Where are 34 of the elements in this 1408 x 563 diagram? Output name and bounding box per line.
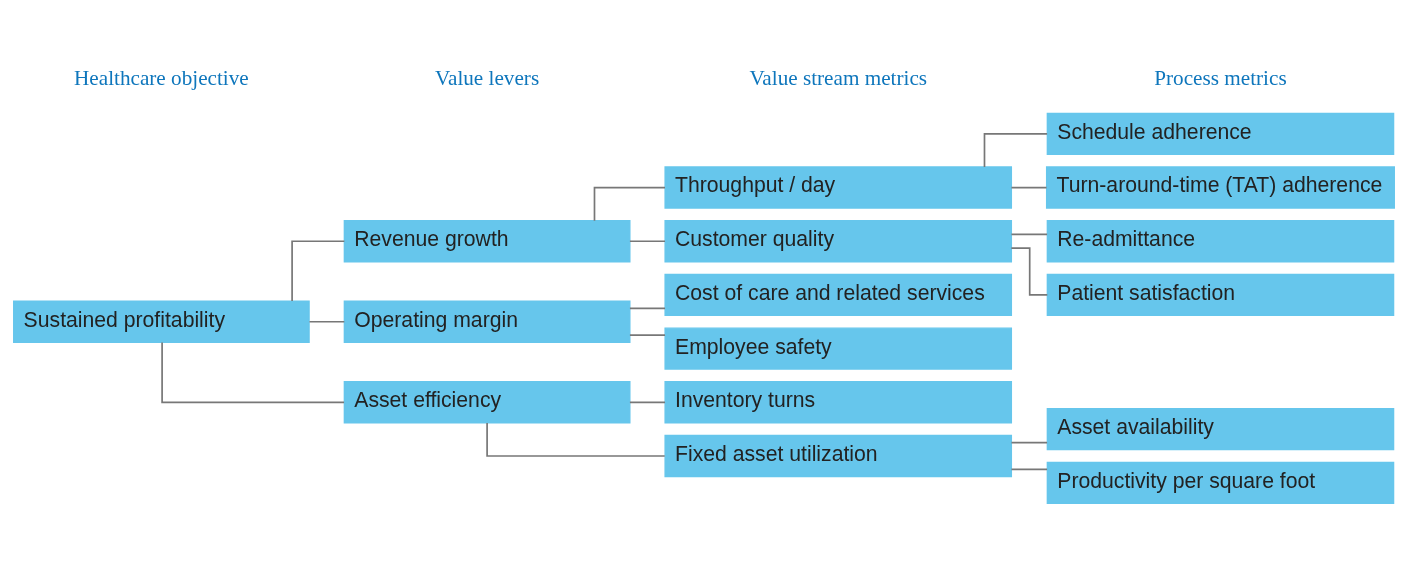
node-box: Fixed asset utilization (664, 434, 1013, 478)
connector (161, 341, 345, 404)
node-box: Asset efficiency (343, 381, 631, 424)
connector (629, 334, 666, 337)
node-box: Customer quality (664, 220, 1013, 263)
label: Process metrics (1154, 66, 1287, 91)
node-box: Turn-around-time (TAT) adherence (1045, 166, 1395, 209)
connector (1010, 186, 1048, 189)
node-box: Asset availability (1046, 407, 1395, 451)
connector (593, 186, 666, 222)
connector (308, 320, 346, 323)
node-box: Sustained profitability (13, 300, 310, 343)
label: Value stream metrics (749, 66, 928, 91)
connector (486, 422, 666, 457)
connector (983, 133, 1048, 168)
node-box: Inventory turns (664, 381, 1013, 424)
connector (629, 401, 666, 404)
label: Healthcare objective (74, 66, 249, 91)
node-box: Re-admittance (1046, 220, 1395, 263)
node-box: Operating margin (343, 300, 631, 343)
node-box: Employee safety (664, 327, 1013, 370)
node-box: Cost of care and related services (664, 273, 1013, 317)
connector (1010, 441, 1048, 444)
node-box: Revenue growth (343, 220, 631, 263)
node-box: Productivity per square foot (1046, 461, 1395, 505)
connector (1010, 468, 1048, 471)
connector (291, 240, 346, 302)
node-box: Schedule adherence (1046, 112, 1395, 156)
label: Value levers (435, 66, 540, 91)
connector (1010, 233, 1048, 236)
connector (629, 240, 666, 243)
node-box: Throughput / day (664, 166, 1013, 209)
connector (629, 307, 666, 310)
node-box: Patient satisfaction (1046, 273, 1395, 317)
